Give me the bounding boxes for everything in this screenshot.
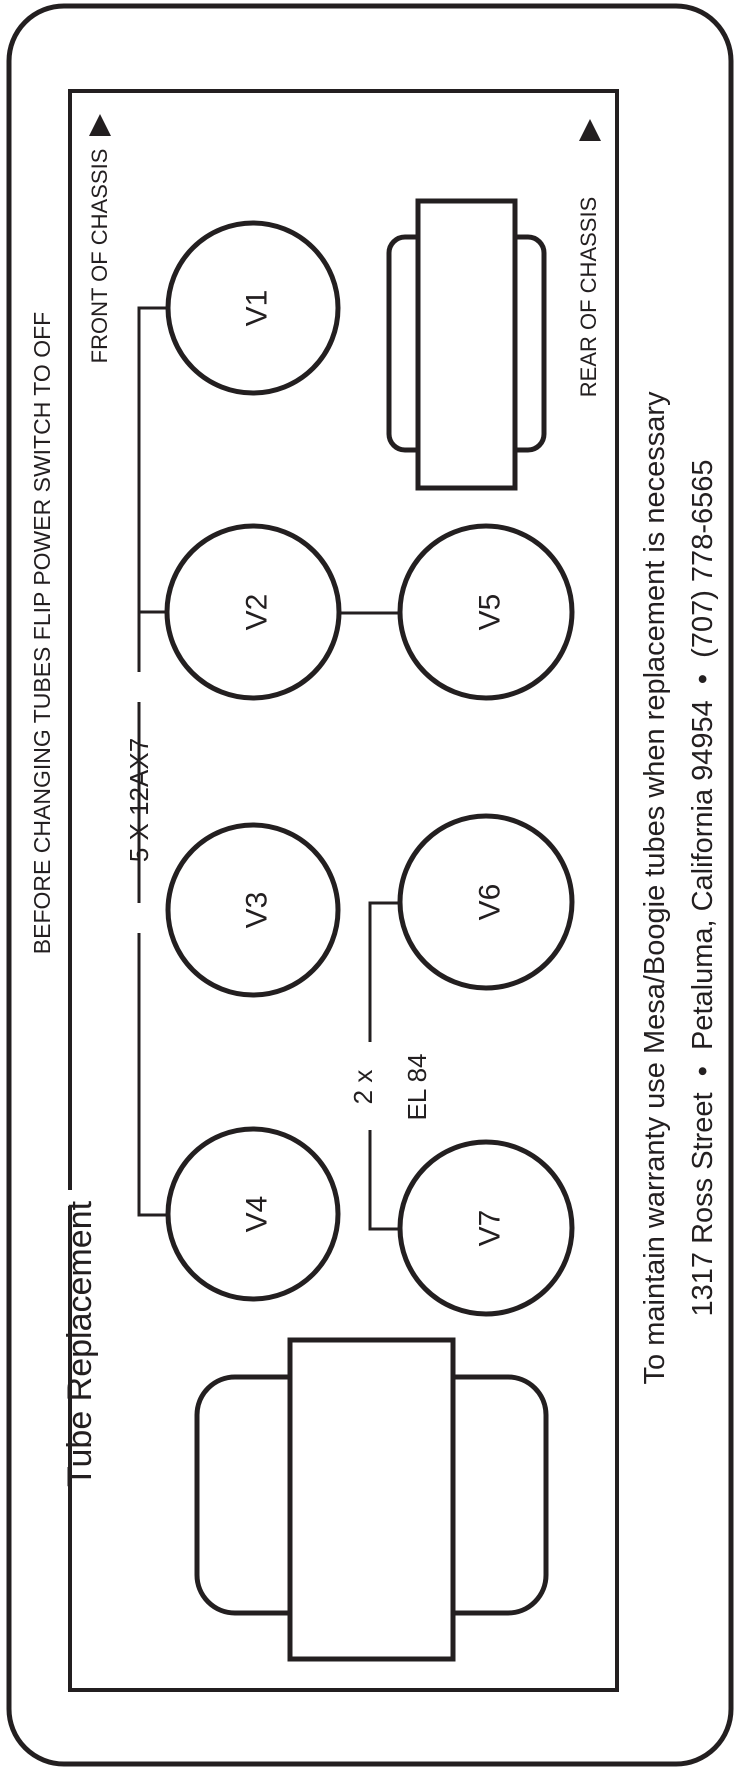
outer-border (6, 3, 734, 1767)
tube-v2-socket (164, 523, 342, 701)
front-of-chassis-label: FRONT OF CHASSIS (87, 149, 112, 364)
warning-text: BEFORE CHANGING TUBES FLIP POWER SWITCH … (29, 312, 55, 954)
title: Tube Replacement (61, 1200, 99, 1487)
tube-v4-label: V4 (241, 1196, 274, 1233)
tube-v3: V3 (165, 822, 341, 998)
tube-v2-label: V2 (241, 594, 274, 631)
power-transformer-core (287, 1337, 456, 1662)
front-arrow-icon (89, 114, 111, 136)
tube-v6-label: V6 (474, 884, 507, 921)
tube-v6: V6 (397, 813, 575, 991)
company-address: 1317 Ross Street • Petaluma, California … (687, 460, 719, 1317)
power-group-label-line2: EL 84 (402, 1054, 432, 1121)
tube-v4-socket (165, 1126, 341, 1302)
tube-v3-label: V3 (241, 892, 274, 929)
tube-v7-socket (397, 1139, 575, 1317)
power-group-label-line1: 2 x (348, 1070, 378, 1105)
tube-v5: V5 (397, 523, 575, 701)
tube-v5-label: V5 (474, 594, 507, 631)
rear-of-chassis-label: REAR OF CHASSIS (576, 197, 601, 397)
tube-v5-socket (397, 523, 575, 701)
tube-v3-socket (165, 822, 341, 998)
output-transformer-core (415, 198, 518, 491)
tube-v2: V2 (164, 523, 342, 701)
tube-v6-socket (397, 813, 575, 991)
tube-v7: V7 (397, 1139, 575, 1317)
tube-v4: V4 (165, 1126, 341, 1302)
tube-v1: V1 (165, 220, 341, 396)
title-gap (58, 1192, 82, 1206)
preamp-group-label: 5 X 12AX7 (124, 738, 154, 862)
tube-v1-socket (165, 220, 341, 396)
tube-v7-label: V7 (474, 1210, 507, 1247)
preamp-bracket (137, 306, 168, 1217)
rear-arrow-icon (579, 119, 601, 141)
power-bracket (368, 901, 400, 1231)
tube-v1-label: V1 (241, 290, 274, 327)
warranty-notice: To maintain warranty use Mesa/Boogie tub… (639, 391, 671, 1384)
